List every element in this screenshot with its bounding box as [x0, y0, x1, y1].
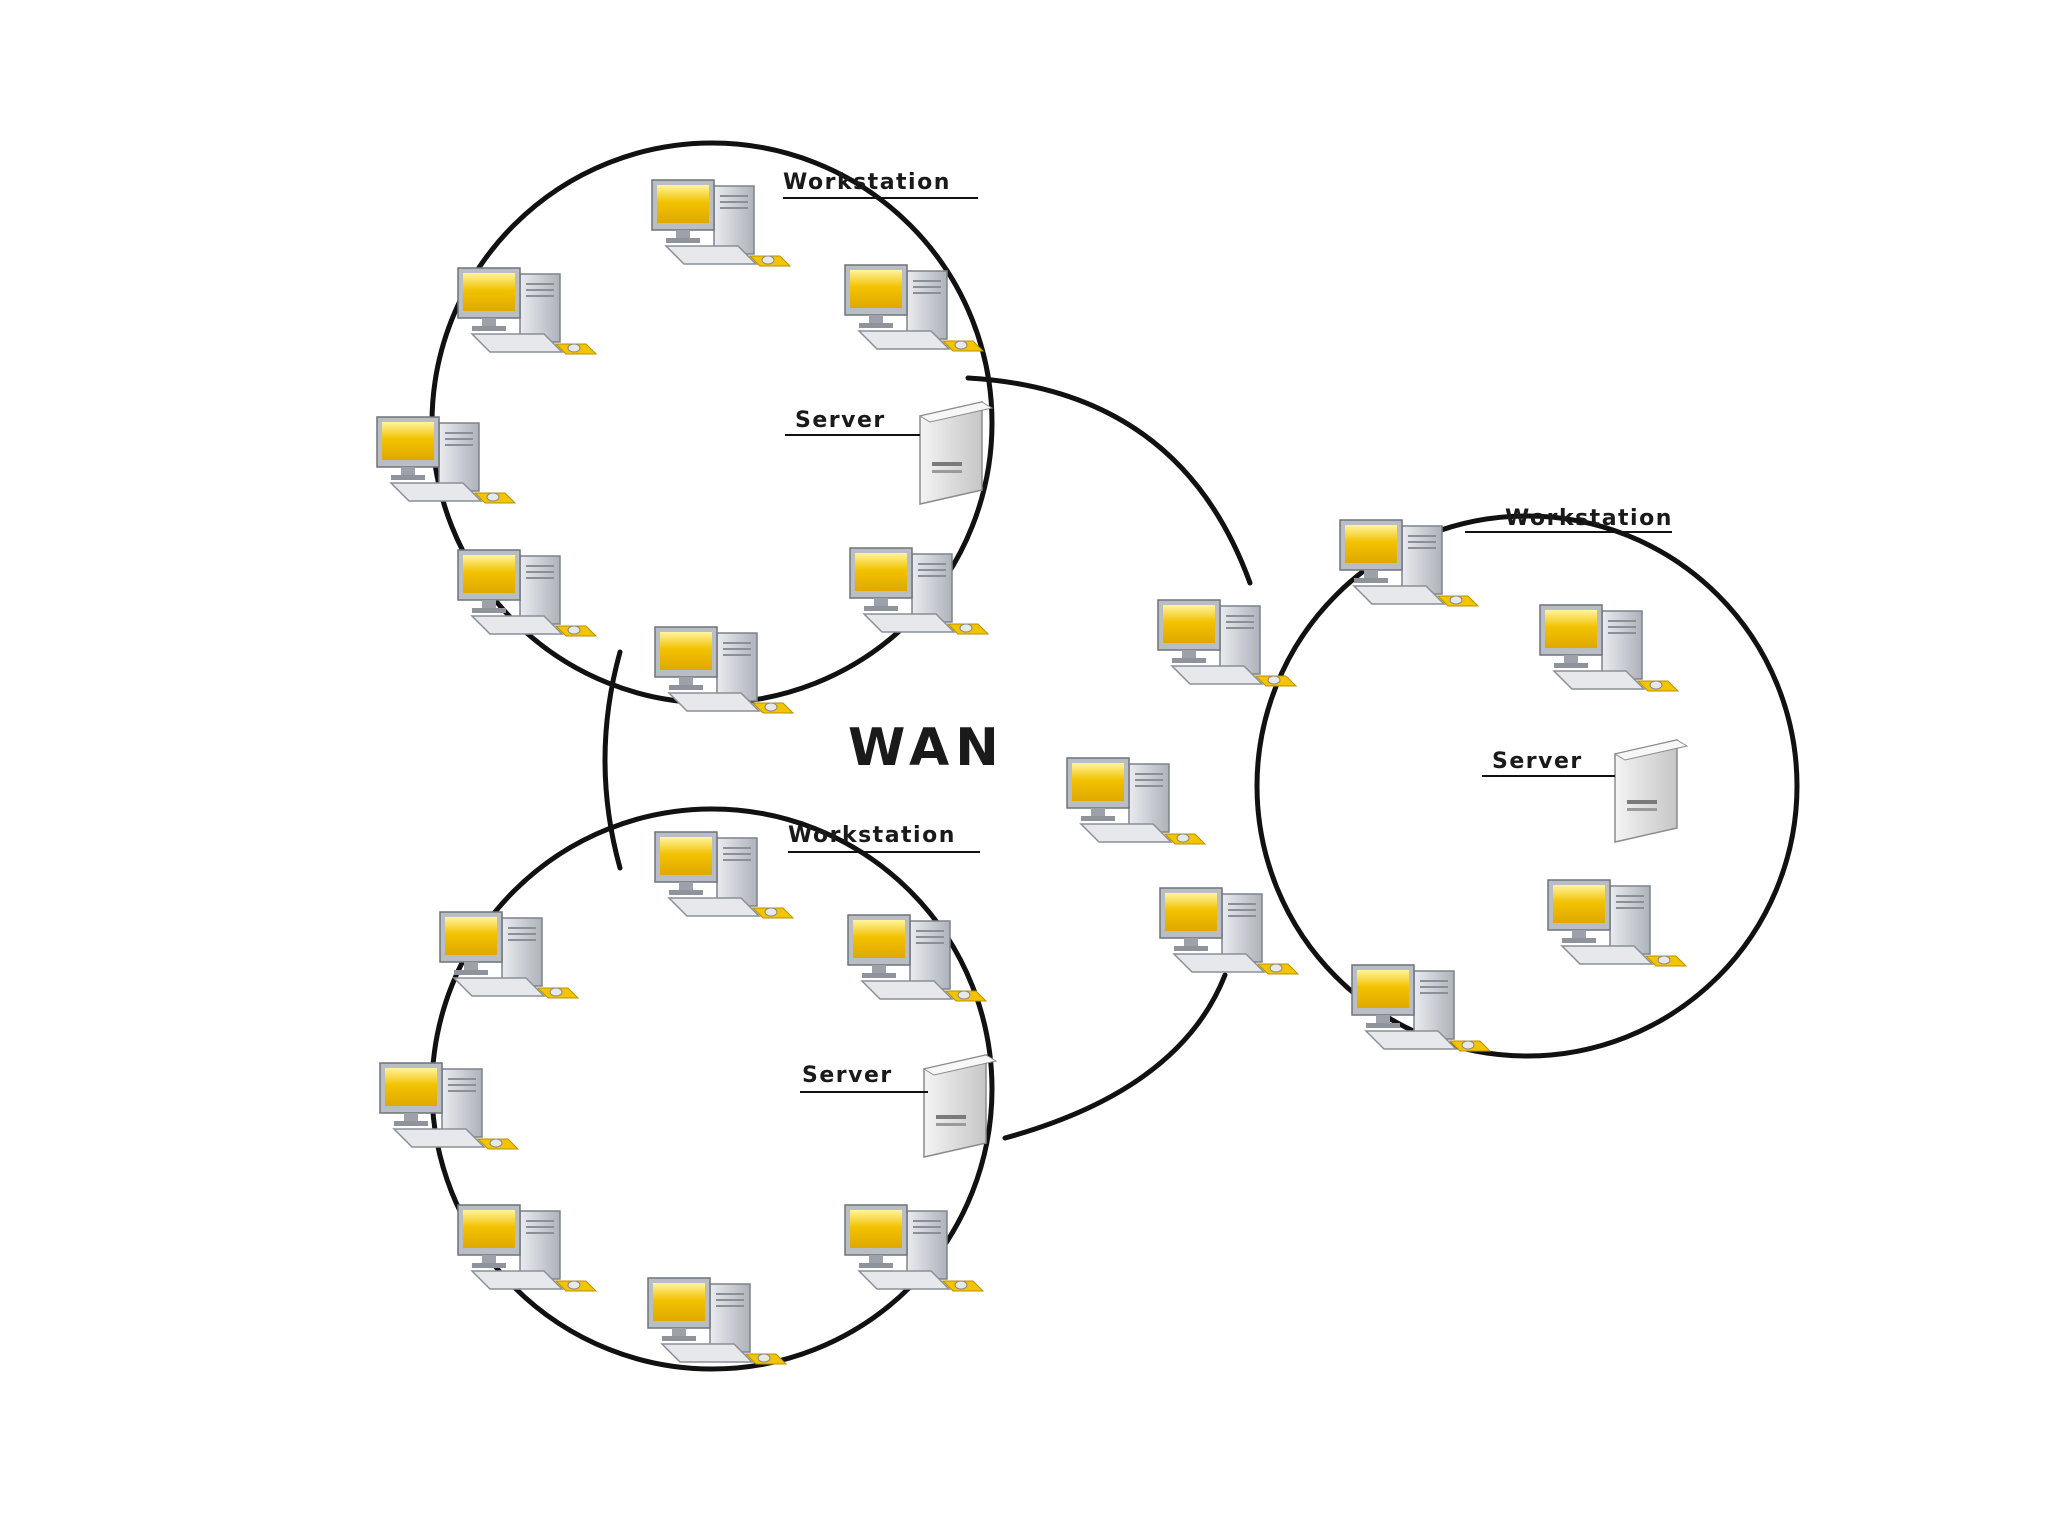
ring-right-nodes	[1066, 519, 1688, 1052]
workstation-icon	[654, 626, 794, 714]
workstation-icon	[1539, 604, 1679, 692]
workstation-label: Workstation	[783, 170, 951, 195]
server-label: Server	[795, 408, 886, 433]
wan-label: WAN	[848, 718, 1005, 778]
server-icon	[1614, 739, 1688, 843]
workstation-icon	[849, 547, 989, 635]
workstation-icon	[1339, 519, 1479, 607]
workstation-icon	[439, 911, 579, 999]
workstation-icon	[457, 549, 597, 637]
workstation-icon	[1157, 599, 1297, 687]
workstation-icon	[647, 1277, 787, 1365]
workstation-icon	[651, 179, 791, 267]
workstation-icon	[1066, 757, 1206, 845]
workstation-icon	[457, 1204, 597, 1292]
ring-right	[1254, 513, 1800, 1059]
wan-links	[602, 375, 1253, 1141]
workstation-icon	[654, 831, 794, 919]
workstation-icon	[1547, 879, 1687, 967]
server-label: Server	[802, 1063, 893, 1088]
ring-circles	[429, 140, 1800, 1372]
workstation-icon	[376, 416, 516, 504]
workstation-icon	[1351, 964, 1491, 1052]
server-icon	[923, 1054, 997, 1158]
workstation-icon	[1159, 887, 1299, 975]
workstation-label: Workstation	[788, 823, 956, 848]
workstation-label: Workstation	[1505, 506, 1673, 531]
workstation-icon	[379, 1062, 519, 1150]
wan-link-top-to-right	[965, 375, 1253, 586]
workstation-icon	[457, 267, 597, 355]
labels: Workstation Server Workstation Server Wo…	[783, 170, 1673, 1093]
server-label: Server	[1492, 749, 1583, 774]
workstation-icon	[844, 264, 984, 352]
workstation-icon	[847, 914, 987, 1002]
ring-bottom-left-nodes	[379, 831, 997, 1365]
wan-link-top-to-bottom	[602, 649, 623, 871]
server-icon	[919, 401, 993, 505]
wan-link-bottom-to-right	[1002, 972, 1228, 1141]
